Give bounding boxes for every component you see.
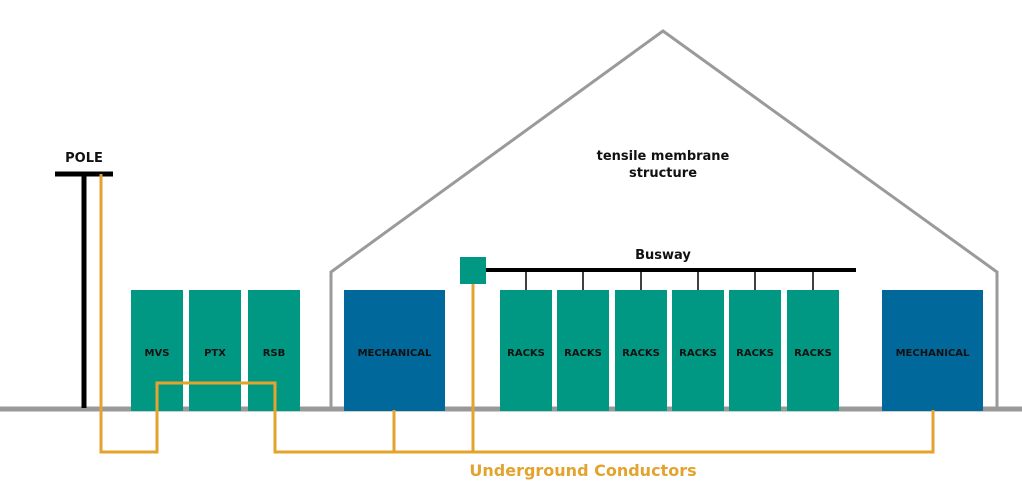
- underground-label: Underground Conductors: [469, 461, 696, 480]
- equipment-box: [672, 290, 724, 411]
- equipment-rack4: RACKS: [672, 290, 724, 411]
- equipment-label: MVS: [145, 348, 170, 359]
- equipment-box: [729, 290, 781, 411]
- equipment-label: RSB: [263, 348, 286, 359]
- busway-tap-box: [460, 257, 486, 284]
- equipment-box: [189, 290, 241, 411]
- equipment-label: RACKS: [507, 348, 545, 359]
- pole-label: POLE: [65, 151, 103, 166]
- equipment-label: RACKS: [679, 348, 717, 359]
- equipment-box: [344, 290, 445, 411]
- conductor-pole-run: [99, 174, 935, 454]
- equipment-box: [787, 290, 839, 411]
- equipment-rack6: RACKS: [787, 290, 839, 411]
- busway-label: Busway: [635, 248, 691, 263]
- equipment-box: [557, 290, 609, 411]
- equipment-rack5: RACKS: [729, 290, 781, 411]
- underground-conductors: [99, 174, 935, 454]
- equipment-rack1: RACKS: [500, 290, 552, 411]
- equipment-label: RACKS: [564, 348, 602, 359]
- equipment-box: [500, 290, 552, 411]
- equipment-layer: MVS PTX RSB MECHANICAL RACKS RACKS RACKS RACKS R…: [131, 290, 983, 411]
- equipment-label: RACKS: [622, 348, 660, 359]
- equipment-ptx: PTX: [189, 290, 241, 411]
- equipment-mech2: MECHANICAL: [882, 290, 983, 411]
- equipment-label: MECHANICAL: [896, 348, 970, 359]
- equipment-box: [882, 290, 983, 411]
- equipment-rack3: RACKS: [615, 290, 667, 411]
- equipment-rack2: RACKS: [557, 290, 609, 411]
- busway-drops: [525, 270, 814, 290]
- equipment-label: RACKS: [794, 348, 832, 359]
- structure-label-line1: tensile membrane: [597, 149, 730, 164]
- equipment-label: RACKS: [736, 348, 774, 359]
- equipment-box: [615, 290, 667, 411]
- equipment-label: MECHANICAL: [358, 348, 432, 359]
- membrane-structure-outline: [329, 29, 999, 409]
- structure-label-line2: structure: [629, 166, 697, 181]
- equipment-label: PTX: [204, 348, 226, 359]
- equipment-mech1: MECHANICAL: [344, 290, 445, 411]
